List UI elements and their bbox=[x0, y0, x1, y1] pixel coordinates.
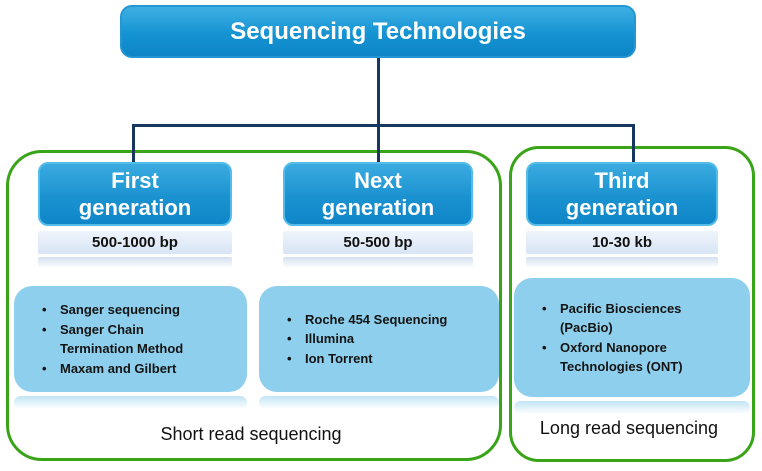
range-next-generation: 50-500 bp bbox=[343, 234, 413, 251]
methods-box-reflection-next bbox=[259, 396, 499, 409]
connector-horizontal bbox=[131, 124, 635, 127]
long-read-group-label: Long read sequencing bbox=[539, 418, 719, 438]
list-item: Sanger Chain Termination Method bbox=[42, 320, 204, 359]
short-read-group-outline bbox=[6, 150, 502, 461]
list-item: Maxam and Gilbert bbox=[42, 359, 204, 379]
methods-box-next-generation: Roche 454 Sequencing Illumina Ion Torren… bbox=[259, 286, 499, 392]
node-next-generation-label: Next generation bbox=[321, 167, 435, 221]
connector-drop-third bbox=[631, 124, 635, 164]
methods-box-first-generation: Sanger sequencing Sanger Chain Terminati… bbox=[14, 286, 247, 392]
range-strip-reflection-third bbox=[526, 257, 718, 268]
list-item: Ion Torrent bbox=[287, 349, 463, 369]
root-node-label: Sequencing Technologies bbox=[230, 17, 526, 45]
list-item: Pacific Biosciences (PacBio) bbox=[542, 299, 708, 338]
connector-stem bbox=[376, 58, 380, 125]
node-next-generation: Next generation bbox=[283, 162, 473, 226]
node-first-generation: First generation bbox=[38, 162, 232, 226]
range-strip-first-generation: 500-1000 bp bbox=[38, 231, 232, 254]
node-third-generation: Third generation bbox=[526, 162, 718, 226]
methods-list-third-generation: Pacific Biosciences (PacBio) Oxford Nano… bbox=[514, 299, 716, 377]
range-first-generation: 500-1000 bp bbox=[92, 234, 178, 251]
range-third-generation: 10-30 kb bbox=[591, 234, 653, 251]
list-item: Illumina bbox=[287, 329, 463, 349]
list-item: Oxford Nanopore Technologies (ONT) bbox=[542, 338, 708, 377]
methods-list-first-generation: Sanger sequencing Sanger Chain Terminati… bbox=[14, 300, 212, 378]
node-third-generation-label: Third generation bbox=[565, 167, 679, 221]
methods-box-third-generation: Pacific Biosciences (PacBio) Oxford Nano… bbox=[514, 278, 750, 397]
connector-drop-first bbox=[131, 124, 135, 163]
list-item: Roche 454 Sequencing bbox=[287, 310, 463, 330]
connector-drop-next bbox=[376, 124, 380, 164]
range-strip-third-generation: 10-30 kb bbox=[526, 231, 718, 254]
root-node: Sequencing Technologies bbox=[120, 5, 636, 58]
methods-box-reflection-first bbox=[14, 396, 247, 409]
methods-box-reflection-third bbox=[514, 401, 750, 414]
methods-list-next-generation: Roche 454 Sequencing Illumina Ion Torren… bbox=[259, 310, 471, 369]
node-first-generation-label: First generation bbox=[78, 167, 192, 221]
range-strip-reflection-first bbox=[38, 257, 232, 268]
list-item: Sanger sequencing bbox=[42, 300, 204, 320]
short-read-group-label: Short read sequencing bbox=[160, 424, 342, 444]
range-strip-next-generation: 50-500 bp bbox=[283, 231, 473, 254]
range-strip-reflection-next bbox=[283, 257, 473, 268]
